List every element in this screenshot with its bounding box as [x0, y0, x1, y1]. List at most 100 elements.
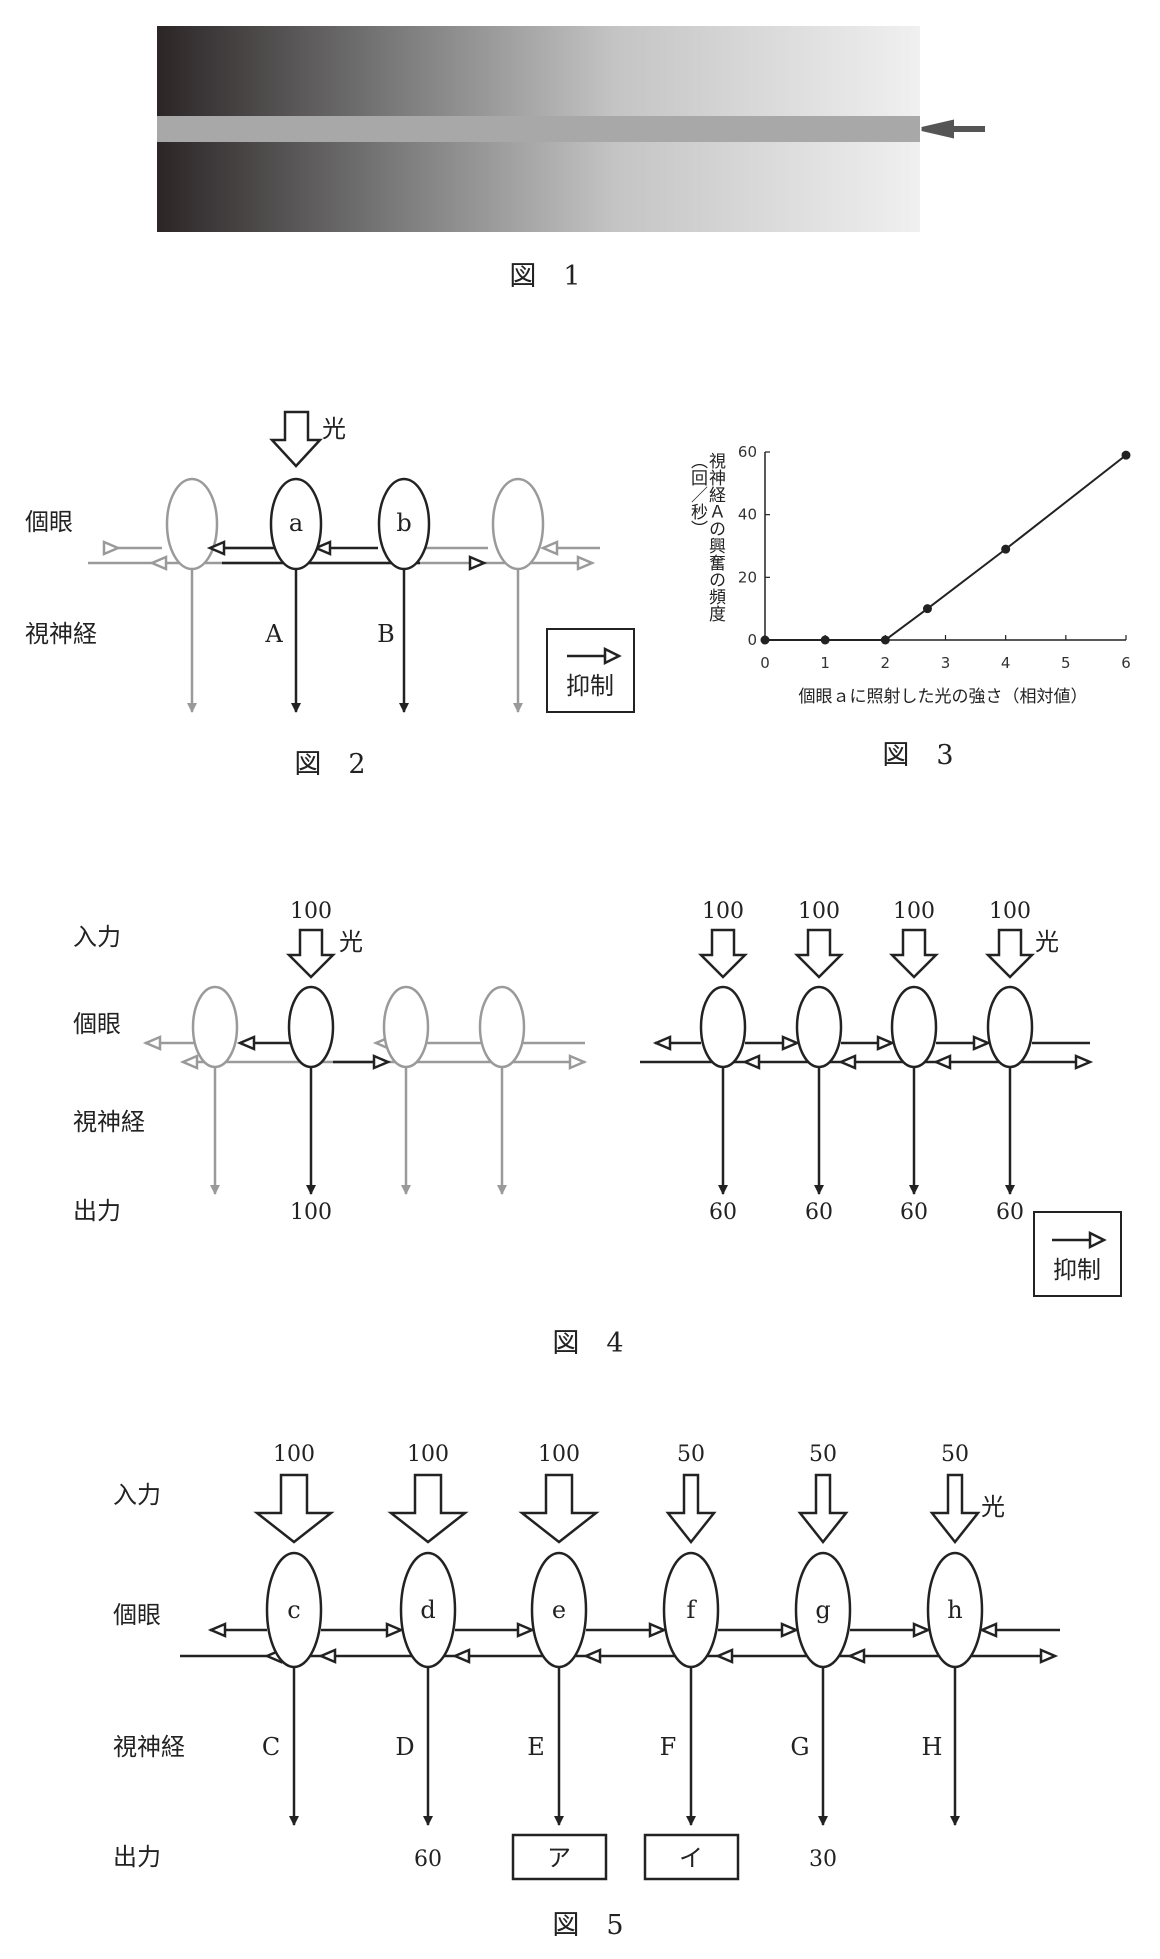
x-tick-label: 2 — [881, 654, 891, 672]
synapse-icon — [781, 1035, 801, 1051]
light-label-right: 光 — [1035, 928, 1059, 956]
lit-eye — [287, 985, 335, 1069]
synapse-icon — [1074, 1054, 1094, 1070]
light-label-left: 光 — [339, 928, 363, 956]
light-arrow-icon — [285, 928, 337, 979]
data-point — [922, 604, 932, 614]
data-point — [1121, 450, 1131, 460]
eye-b-label: b — [396, 509, 411, 537]
synapse-icon — [741, 1054, 761, 1070]
answer-box-i — [643, 1833, 740, 1881]
answer-box-a — [511, 1833, 608, 1881]
input-value: 100 — [273, 1442, 315, 1467]
figure-1: 図 1 — [157, 26, 985, 292]
row-label-input: 入力 — [113, 1481, 161, 1509]
left-black-network — [236, 1035, 392, 1195]
nerve-b-label: B — [377, 620, 395, 648]
light-arrow-icon — [253, 1473, 335, 1544]
ommatidium — [795, 985, 843, 1069]
input-value: 100 — [538, 1442, 580, 1467]
input-value: 50 — [677, 1442, 705, 1467]
row-label-eye: 個眼 — [113, 1601, 161, 1629]
answer-box-i-label: イ — [679, 1844, 703, 1872]
synapse-icon — [317, 1648, 337, 1664]
eye-label: c — [287, 1596, 300, 1624]
data-point — [820, 635, 830, 645]
left-input-value: 100 — [290, 899, 332, 924]
nerve-label: C — [262, 1733, 280, 1761]
data-point — [880, 635, 890, 645]
ommatidium — [986, 985, 1034, 1069]
light-arrow-icon — [665, 1473, 717, 1545]
input-value: 100 — [407, 1442, 449, 1467]
output-value: 60 — [996, 1200, 1024, 1225]
ommatidium — [890, 985, 938, 1069]
input-value: 100 — [893, 899, 935, 924]
legend-label: 抑制 — [1053, 1256, 1101, 1284]
eye-label: g — [815, 1596, 830, 1624]
left-output-value: 100 — [290, 1200, 332, 1225]
light-arrow-icon — [697, 928, 749, 979]
x-tick-label: 3 — [941, 654, 951, 672]
input-value: 100 — [702, 899, 744, 924]
light-arrow-icon — [518, 1473, 600, 1544]
nerve-label: D — [395, 1733, 414, 1761]
nerve-label: G — [790, 1733, 809, 1761]
output-value: 60 — [709, 1200, 737, 1225]
y-tick-label: 20 — [738, 568, 757, 586]
row-label-output: 出力 — [113, 1843, 161, 1871]
x-tick-label: 1 — [820, 654, 830, 672]
synapse-icon — [972, 1035, 992, 1051]
row-label-nerve: 視神経 — [73, 1108, 145, 1136]
row-label-nerve: 視神経 — [25, 620, 97, 648]
synapse-icon — [516, 1622, 536, 1638]
gray-connections — [88, 477, 600, 713]
y-tick-label: 0 — [747, 631, 757, 649]
input-value: 50 — [941, 1442, 969, 1467]
x-tick-label: 6 — [1121, 654, 1131, 672]
synapse-icon — [912, 1622, 932, 1638]
light-arrow-icon — [984, 928, 1036, 979]
series-line — [765, 454, 1127, 641]
nerve-label: E — [527, 1733, 545, 1761]
synapse-icon — [451, 1648, 471, 1664]
figure-1-caption: 図 1 — [509, 261, 580, 292]
light-arrow-icon — [793, 928, 845, 979]
eye-label: f — [687, 1596, 698, 1624]
light-arrow-icon — [269, 410, 323, 468]
y-axis-unit: （回／秒） — [687, 452, 708, 537]
output-g-value: 30 — [809, 1847, 837, 1872]
light-arrow-icon — [888, 928, 940, 979]
light-label: 光 — [322, 415, 346, 443]
row-label-eye: 個眼 — [25, 508, 73, 536]
light-label: 光 — [981, 1493, 1005, 1521]
data-point — [1001, 544, 1011, 554]
y-tick-label: 40 — [738, 506, 757, 524]
synapse-icon — [876, 1035, 896, 1051]
figure-3-caption: 図 3 — [882, 740, 953, 771]
synapse-icon — [1039, 1648, 1059, 1664]
input-value: 100 — [989, 899, 1031, 924]
black-connections — [206, 540, 488, 713]
output-value: 60 — [805, 1200, 833, 1225]
light-arrow-icon — [387, 1473, 469, 1544]
nerve-label: F — [660, 1733, 677, 1761]
synapse-icon — [652, 1035, 672, 1051]
figure-5-caption: 図 5 — [552, 1910, 623, 1941]
synapse-icon — [932, 1054, 952, 1070]
y-axis-label: 視神経Ａの興奮の頻度 — [705, 452, 726, 622]
legend-label: 抑制 — [566, 672, 614, 700]
figure-4: 入力 個眼 視神経 出力 100 光 — [73, 899, 1122, 1359]
synapse-icon — [978, 1622, 998, 1638]
eye-a-label: a — [289, 509, 303, 537]
figure-2-caption: 図 2 — [294, 749, 365, 780]
synapse-icon — [648, 1622, 668, 1638]
synapse-icon — [846, 1648, 866, 1664]
x-axis-label: 個眼ａに照射した光の強さ（相対値） — [799, 687, 1088, 707]
synapse-icon — [582, 1648, 602, 1664]
ommatidium — [699, 985, 747, 1069]
figure-2: 光 個眼 視神経 — [25, 410, 635, 780]
